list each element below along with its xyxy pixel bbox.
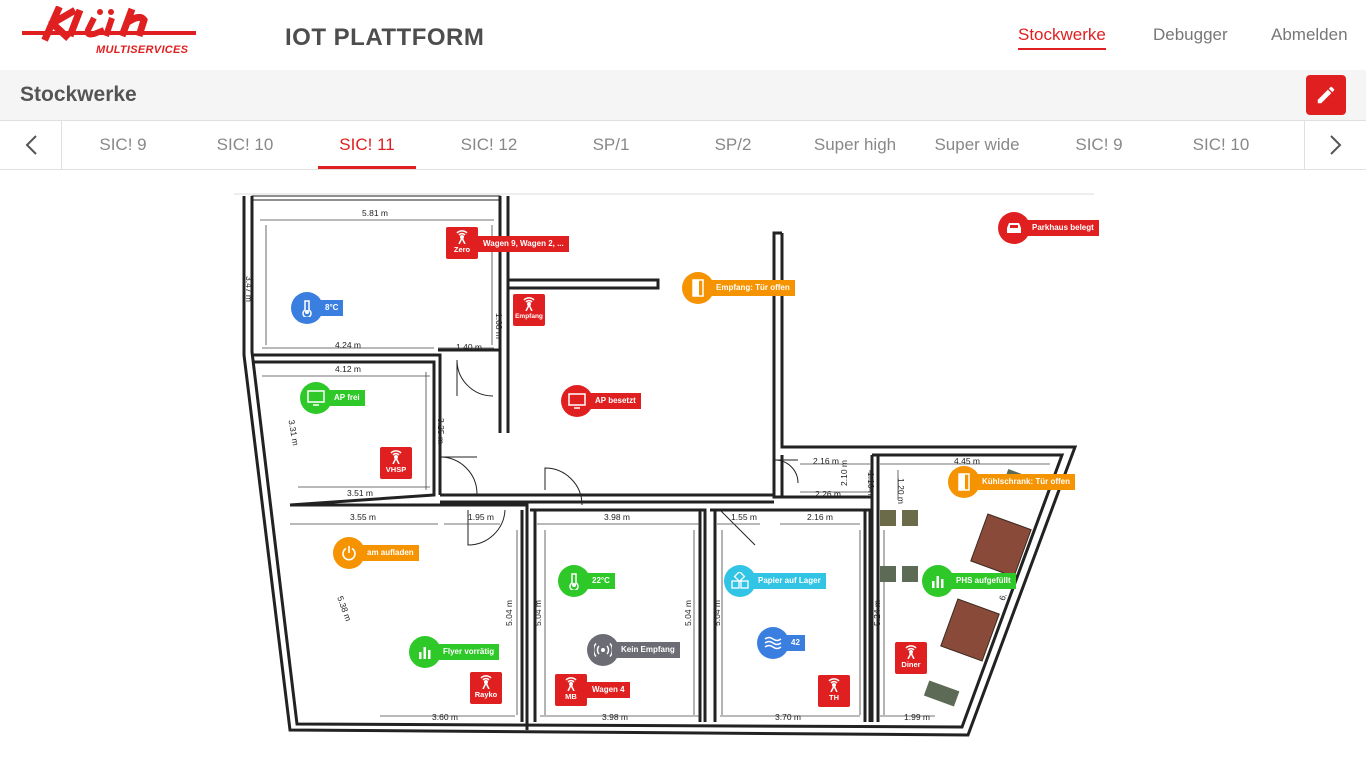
dim-label: 1.95 m <box>468 512 494 522</box>
power-icon <box>342 546 356 561</box>
dim-label: 5.04 m <box>712 600 722 626</box>
marker-label: am aufladen <box>355 545 419 561</box>
dim-label: 3.47 m <box>244 276 254 302</box>
logo-subtitle: MULTISERVICES <box>96 44 189 56</box>
furniture <box>880 469 1032 707</box>
marker-label: Flyer vorrätig <box>431 644 500 660</box>
tab-sic-10-b[interactable]: SIC! 10 <box>1192 135 1250 154</box>
marker-label: Kein Empfang <box>609 642 680 658</box>
dim-label: 3.70 m <box>775 712 801 722</box>
marker-label: Parkhaus belegt <box>1020 220 1099 236</box>
kuh-logo[interactable] <box>20 5 200 60</box>
dim-label: 5.04 m <box>504 600 514 626</box>
antenna-icon <box>456 230 468 244</box>
bar-chart-icon <box>932 576 944 588</box>
thermometer-icon <box>569 573 579 590</box>
dim-label: 4.45 m <box>954 456 980 466</box>
tab-sic-12[interactable]: SIC! 12 <box>460 135 518 154</box>
page-title: Stockwerke <box>20 83 137 106</box>
door-icon <box>958 473 970 491</box>
dim-label: 3.98 m <box>602 712 628 722</box>
dim-label: 1.99 m <box>904 712 930 722</box>
app-header: MULTISERVICES IOT PLATTFORM Stockwerke D… <box>0 0 1366 70</box>
marker-label: AP frei <box>322 390 365 406</box>
nav-stockwerke[interactable]: Stockwerke <box>1018 25 1106 50</box>
tab-sic-9[interactable]: SIC! 9 <box>99 135 147 154</box>
marker-caption: Zero <box>453 245 471 254</box>
monitor-icon <box>568 393 586 409</box>
tab-sic-10[interactable]: SIC! 10 <box>216 135 274 154</box>
tab-sic-9-b[interactable]: SIC! 9 <box>1075 135 1123 154</box>
marker-label: Kühlschrank: Tür offen <box>970 474 1076 490</box>
antenna-icon <box>565 677 577 691</box>
nav-abmelden[interactable]: Abmelden <box>1271 25 1348 44</box>
dim-label: 1.10 m <box>866 472 876 498</box>
antenna-icon <box>523 297 535 311</box>
page-title-bar <box>0 70 1366 120</box>
marker-label: Papier auf Lager <box>746 573 826 589</box>
dim-label: 2.10 m <box>839 460 849 486</box>
marker-caption: Empfang <box>515 313 543 320</box>
marker-label: Empfang: Tür offen <box>704 280 795 296</box>
dim-label: 2.16 m <box>807 512 833 522</box>
antenna-icon <box>828 678 840 692</box>
chevron-left-icon <box>25 135 37 155</box>
tab-sic-11[interactable]: SIC! 11 <box>318 121 416 169</box>
tab-sp-2[interactable]: SP/2 <box>714 135 752 154</box>
dim-label: 4.24 m <box>335 340 361 350</box>
marker-label: PHS aufgefüllt <box>944 573 1016 589</box>
car-icon <box>1007 223 1021 233</box>
tab-super-high[interactable]: Super high <box>813 135 897 154</box>
app-title: IOT PLATTFORM <box>285 24 485 51</box>
dim-label: 3.51 m <box>347 488 373 498</box>
dim-label: 6. <box>997 592 1009 602</box>
marker-caption: Diner <box>901 660 921 669</box>
marker-label: Wagen 4 <box>587 682 630 698</box>
dim-label: 1.55 m <box>731 512 757 522</box>
dim-label: 5.24 m <box>872 600 882 626</box>
signal-icon <box>594 643 612 657</box>
tab-sp-1[interactable]: SP/1 <box>592 135 630 154</box>
dim-label: 1.40 m <box>456 342 482 352</box>
marker-caption: VHSP <box>385 465 407 474</box>
dim-label: 1.68 m <box>494 313 504 339</box>
dim-label: 5.81 m <box>362 208 388 218</box>
monitor-icon <box>307 390 325 406</box>
dim-label: 3.98 m <box>604 512 630 522</box>
dim-label: 5.04 m <box>683 600 693 626</box>
waves-icon <box>764 636 782 650</box>
antenna-icon <box>480 675 492 689</box>
boxes-icon <box>731 572 749 589</box>
dim-label: 5.38 m <box>335 595 353 623</box>
antenna-icon <box>390 450 402 464</box>
thermometer-icon <box>302 300 312 317</box>
marker-caption: Rayko <box>474 690 498 699</box>
scroll-right-button[interactable] <box>1304 121 1366 169</box>
bar-chart-icon <box>419 647 431 659</box>
floor-plan: 5.81 m 3.47 m 4.24 m 1.40 m 1.68 m 4.12 … <box>234 193 1094 737</box>
scroll-left-button[interactable] <box>0 121 62 169</box>
chevron-right-icon <box>1329 135 1341 155</box>
dim-label: 3.55 m <box>350 512 376 522</box>
tab-super-wide[interactable]: Super wide <box>934 135 1020 154</box>
marker-label: Wagen 9, Wagen 2, ... <box>478 236 569 252</box>
nav-debugger[interactable]: Debugger <box>1153 25 1228 44</box>
door-icon <box>692 279 704 297</box>
antenna-icon <box>905 645 917 659</box>
marker-caption: MB <box>565 692 577 701</box>
dim-label: 3.25 m <box>436 418 446 444</box>
dim-label: 2.26 m <box>815 489 841 499</box>
dim-label: 1.20 m <box>896 478 906 504</box>
floor-tab-bar: SIC! 9 SIC! 10 SIC! 11 SIC! 12 SP/1 SP/2… <box>0 120 1366 170</box>
dim-label: 5.04 m <box>533 600 543 626</box>
dim-label: 2.16 m <box>813 456 839 466</box>
dim-label: 3.60 m <box>432 712 458 722</box>
dim-label: 3.31 m <box>286 419 300 446</box>
pencil-icon <box>1317 86 1335 104</box>
marker-label: AP besetzt <box>583 393 641 409</box>
marker-caption: TH <box>829 693 839 702</box>
dim-label: 4.12 m <box>335 364 361 374</box>
edit-button[interactable] <box>1306 75 1346 115</box>
